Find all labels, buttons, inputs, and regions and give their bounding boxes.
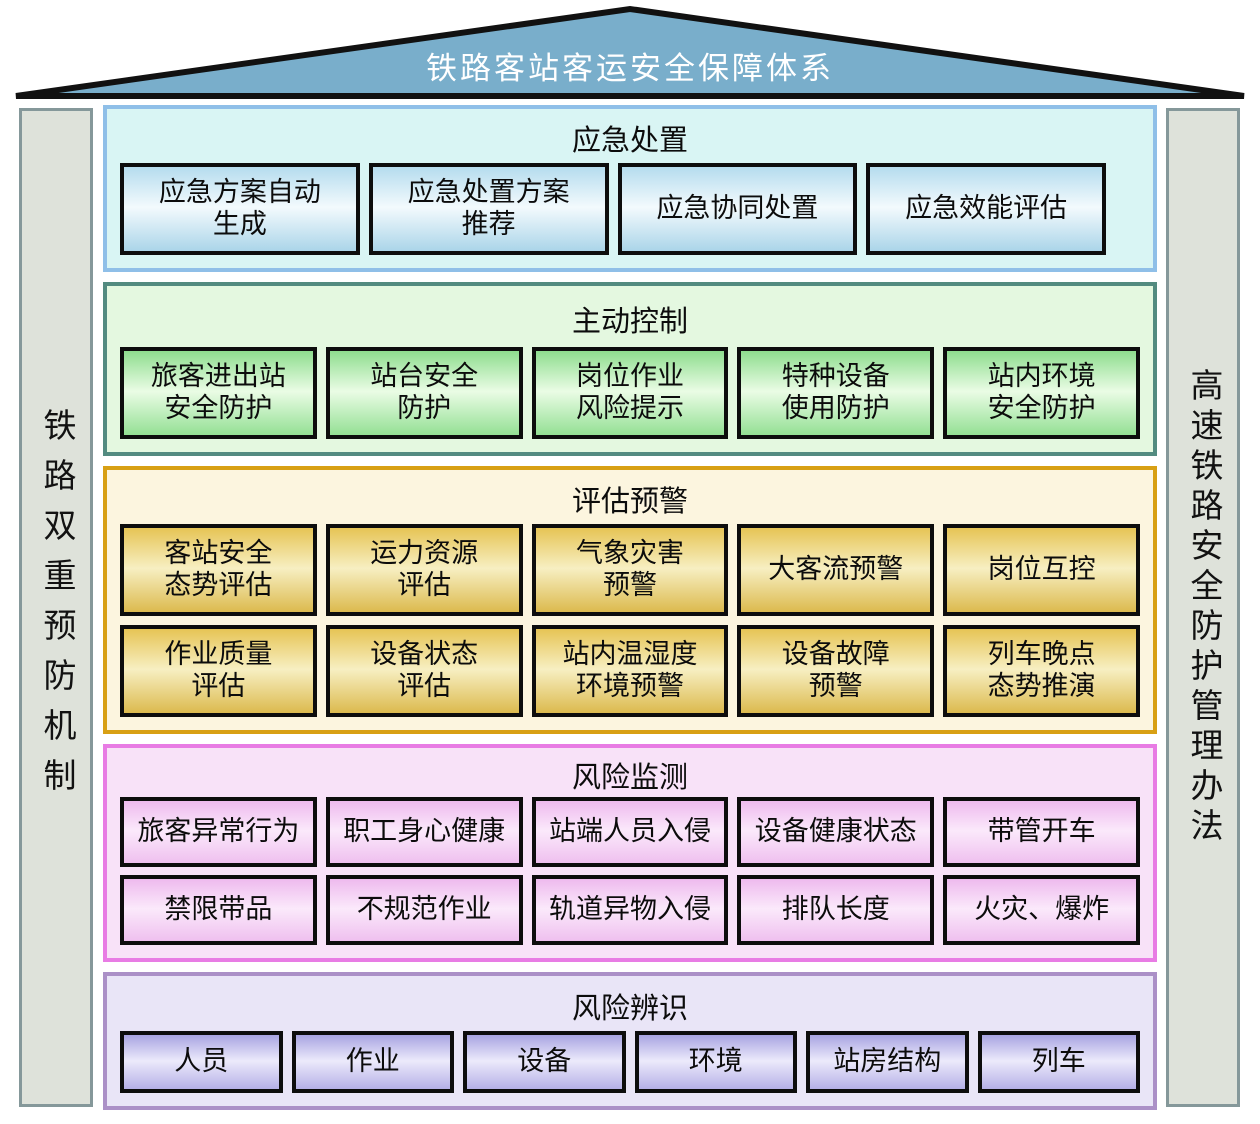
section-risk-identification: 风险辨识人员作业设备环境站房结构列车 (103, 972, 1157, 1110)
item-box: 环境 (634, 1031, 797, 1093)
item-box: 职工身心健康 (325, 797, 523, 867)
box-row: 旅客进出站 安全防护站台安全 防护岗位作业 风险提示特种设备 使用防护站内环境 … (120, 347, 1140, 439)
item-box: 人员 (120, 1031, 283, 1093)
item-box: 设备故障 预警 (737, 625, 935, 717)
main-column: 应急处置应急方案自动 生成应急处置方案 推荐应急协同处置应急效能评估主动控制旅客… (103, 105, 1157, 1110)
item-box: 特种设备 使用防护 (737, 347, 935, 439)
box-row: 客站安全 态势评估运力资源 评估气象灾害 预警大客流预警岗位互控 (120, 524, 1140, 616)
item-box: 火灾、爆炸 (943, 875, 1140, 945)
section-active-control: 主动控制旅客进出站 安全防护站台安全 防护岗位作业 风险提示特种设备 使用防护站… (103, 282, 1157, 456)
box-row: 作业质量 评估设备状态 评估站内温湿度 环境预警设备故障 预警列车晚点 态势推演 (120, 625, 1140, 717)
box-row: 禁限带品不规范作业轨道异物入侵排队长度火灾、爆炸 (120, 875, 1140, 945)
item-box: 站内环境 安全防护 (943, 347, 1140, 439)
section-title-risk-monitoring: 风险监测 (571, 761, 688, 794)
item-box: 轨道异物入侵 (531, 875, 729, 945)
item-box: 不规范作业 (325, 875, 523, 945)
item-box: 带管开车 (943, 797, 1140, 867)
item-box: 运力资源 评估 (325, 524, 523, 616)
section-assessment-warning: 评估预警客站安全 态势评估运力资源 评估气象灾害 预警大客流预警岗位互控作业质量… (103, 466, 1157, 734)
item-box: 应急处置方案 推荐 (368, 163, 609, 255)
item-box: 岗位互控 (943, 524, 1140, 616)
item-box: 应急协同处置 (617, 163, 858, 255)
roof-title: 铁路客站客运安全保障体系 (426, 51, 834, 86)
section-title-risk-identification: 风险辨识 (571, 992, 688, 1025)
item-box: 旅客异常行为 (120, 797, 317, 867)
right-pillar: 高速铁路安全防护管理办法 (1166, 108, 1240, 1107)
item-box: 站内温湿度 环境预警 (531, 625, 729, 717)
item-box: 应急效能评估 (866, 163, 1106, 255)
item-box: 作业 (291, 1031, 454, 1093)
section-title-active-control: 主动控制 (571, 305, 688, 338)
box-row: 应急方案自动 生成应急处置方案 推荐应急协同处置应急效能评估 (120, 163, 1106, 255)
item-box: 旅客进出站 安全防护 (120, 347, 317, 439)
item-box: 设备健康状态 (737, 797, 935, 867)
item-box: 气象灾害 预警 (531, 524, 729, 616)
roof-triangle (15, 5, 1245, 99)
section-emergency-response: 应急处置应急方案自动 生成应急处置方案 推荐应急协同处置应急效能评估 (103, 105, 1157, 272)
left-pillar: 铁路双重预防机制 (19, 108, 93, 1107)
item-box: 应急方案自动 生成 (120, 163, 360, 255)
item-box: 列车 (977, 1031, 1140, 1093)
item-box: 大客流预警 (737, 524, 935, 616)
item-box: 设备 (463, 1031, 626, 1093)
item-box: 站台安全 防护 (325, 347, 523, 439)
item-box: 站端人员入侵 (531, 797, 729, 867)
item-box: 设备状态 评估 (325, 625, 523, 717)
left-pillar-label: 铁路双重预防机制 (38, 407, 74, 808)
section-title-assessment-warning: 评估预警 (571, 486, 688, 518)
item-box: 作业质量 评估 (120, 625, 317, 717)
item-box: 禁限带品 (120, 875, 317, 945)
box-row: 旅客异常行为职工身心健康站端人员入侵设备健康状态带管开车 (120, 797, 1140, 867)
item-box: 岗位作业 风险提示 (531, 347, 729, 439)
item-box: 客站安全 态势评估 (120, 524, 317, 616)
section-risk-monitoring: 风险监测旅客异常行为职工身心健康站端人员入侵设备健康状态带管开车禁限带品不规范作… (103, 744, 1157, 962)
box-row: 人员作业设备环境站房结构列车 (120, 1031, 1140, 1093)
item-box: 站房结构 (806, 1031, 969, 1093)
item-box: 列车晚点 态势推演 (943, 625, 1140, 717)
section-title-emergency-response: 应急处置 (571, 125, 688, 157)
right-pillar-label: 高速铁路安全防护管理办法 (1185, 367, 1221, 848)
item-box: 排队长度 (737, 875, 935, 945)
roof-shape: 铁路客站客运安全保障体系 (15, 5, 1245, 99)
